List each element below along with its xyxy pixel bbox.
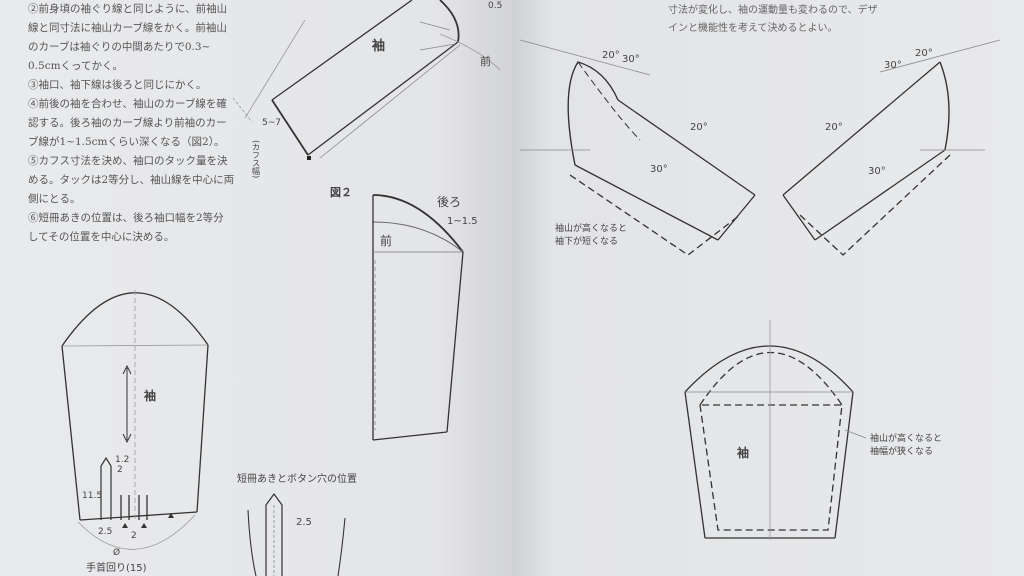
dim-top: 1.2 <box>115 455 129 465</box>
angle-label: 30° <box>650 164 668 175</box>
figure2-front-label: 前 <box>380 233 392 248</box>
cuff-range: 5~7 <box>262 118 281 128</box>
instruction-line: ⑥短冊あきの位置は、後ろ袖口幅を2等分 <box>28 212 224 224</box>
angle-label: 20° <box>915 48 933 59</box>
left-page <box>0 0 512 576</box>
angle-label: 30° <box>622 54 640 65</box>
right-intro-text: 寸法が変化し、袖の運動量も変わるので、デザ インと機能性を考えて決めるとよい。 <box>668 2 878 38</box>
figure2-title: 図２ <box>330 185 352 199</box>
placket-diagram <box>247 492 346 576</box>
instruction-line: ②前身頃の袖ぐり線と同じように、前袖山 <box>28 3 228 15</box>
right-note-line: 袖山が高くなると <box>870 432 942 444</box>
instruction-line: 認する。後ろ袖のカーブ線より前袖のカー <box>28 117 227 129</box>
top-sleeve-diagram <box>232 0 501 160</box>
circumference-symbol: Ø <box>113 547 120 558</box>
figure2-diagram <box>372 194 464 441</box>
right-page <box>512 0 1024 576</box>
intro-line: 寸法が変化し、袖の運動量も変わるので、デザ <box>668 5 878 16</box>
instruction-line: ⑤カフス寸法を決め、袖口のタック量を決 <box>28 155 228 167</box>
instruction-line: ブ線が1~1.5cmくらい深くなる（図2）。 <box>28 136 225 148</box>
instruction-line: 0.5cmくってかく。 <box>28 60 124 72</box>
bottom-right-sleeve-diagram <box>684 320 867 540</box>
angle-label: 20° <box>825 122 843 133</box>
wrist-label: 手首回り(15) <box>86 561 147 574</box>
instruction-line: める。タックは2等分し、袖山線を中心に両 <box>28 174 235 186</box>
dim-width: 2.5 <box>98 527 112 537</box>
left-note-line: 袖下が短くなる <box>555 235 618 247</box>
top-front-label: 前 <box>480 54 491 68</box>
right-note-line: 袖幅が狭くなる <box>870 445 933 457</box>
top-sleeve-label: 袖 <box>372 38 385 54</box>
placket-dim: 2.5 <box>296 517 312 528</box>
instruction-line: ③袖口、袖下線は後ろと同じにかく。 <box>28 79 207 91</box>
figure2-back-label: 後ろ <box>437 195 461 209</box>
top-ease-value: 0.5 <box>488 1 502 11</box>
bottom-left-sleeve-diagram <box>61 290 209 550</box>
intro-line: インと機能性を考えて決めるとよい。 <box>668 23 838 34</box>
dim-tuck: 2 <box>131 531 137 541</box>
instruction-line: 線と同寸法に袖山カーブ線をかく。前袖山 <box>28 22 227 34</box>
instruction-text: ②前身頃の袖ぐり線と同じように、前袖山 線と同寸法に袖山カーブ線をかく。前袖山 … <box>28 0 235 247</box>
cuff-label: (カフス幅) <box>252 140 261 178</box>
angle-label: 20° <box>690 122 708 133</box>
left-note-line: 袖山が高くなると <box>555 222 627 234</box>
angle-label: 30° <box>868 166 886 177</box>
instruction-line: のカーブは袖ぐりの中間あたりで0.3~ <box>28 41 211 53</box>
instruction-line: 側にとる。 <box>28 193 81 205</box>
dim-length: 11.5 <box>82 491 102 501</box>
angled-sleeve-right <box>782 39 1001 256</box>
dim-2a: 2 <box>117 465 123 475</box>
angled-sleeve-left <box>519 39 756 256</box>
bottom-right-sleeve-label: 袖 <box>737 445 749 460</box>
angle-label: 20° <box>602 50 620 61</box>
instruction-line: ④前後の袖を合わせ、袖山のカーブ線を確 <box>28 98 227 110</box>
instruction-line: してその位置を中心に決める。 <box>28 231 175 243</box>
placket-title: 短冊あきとボタン穴の位置 <box>237 472 357 485</box>
figure2-difference: 1~1.5 <box>447 216 478 227</box>
angle-label: 30° <box>884 60 902 71</box>
bottom-left-sleeve-label: 袖 <box>144 388 156 403</box>
